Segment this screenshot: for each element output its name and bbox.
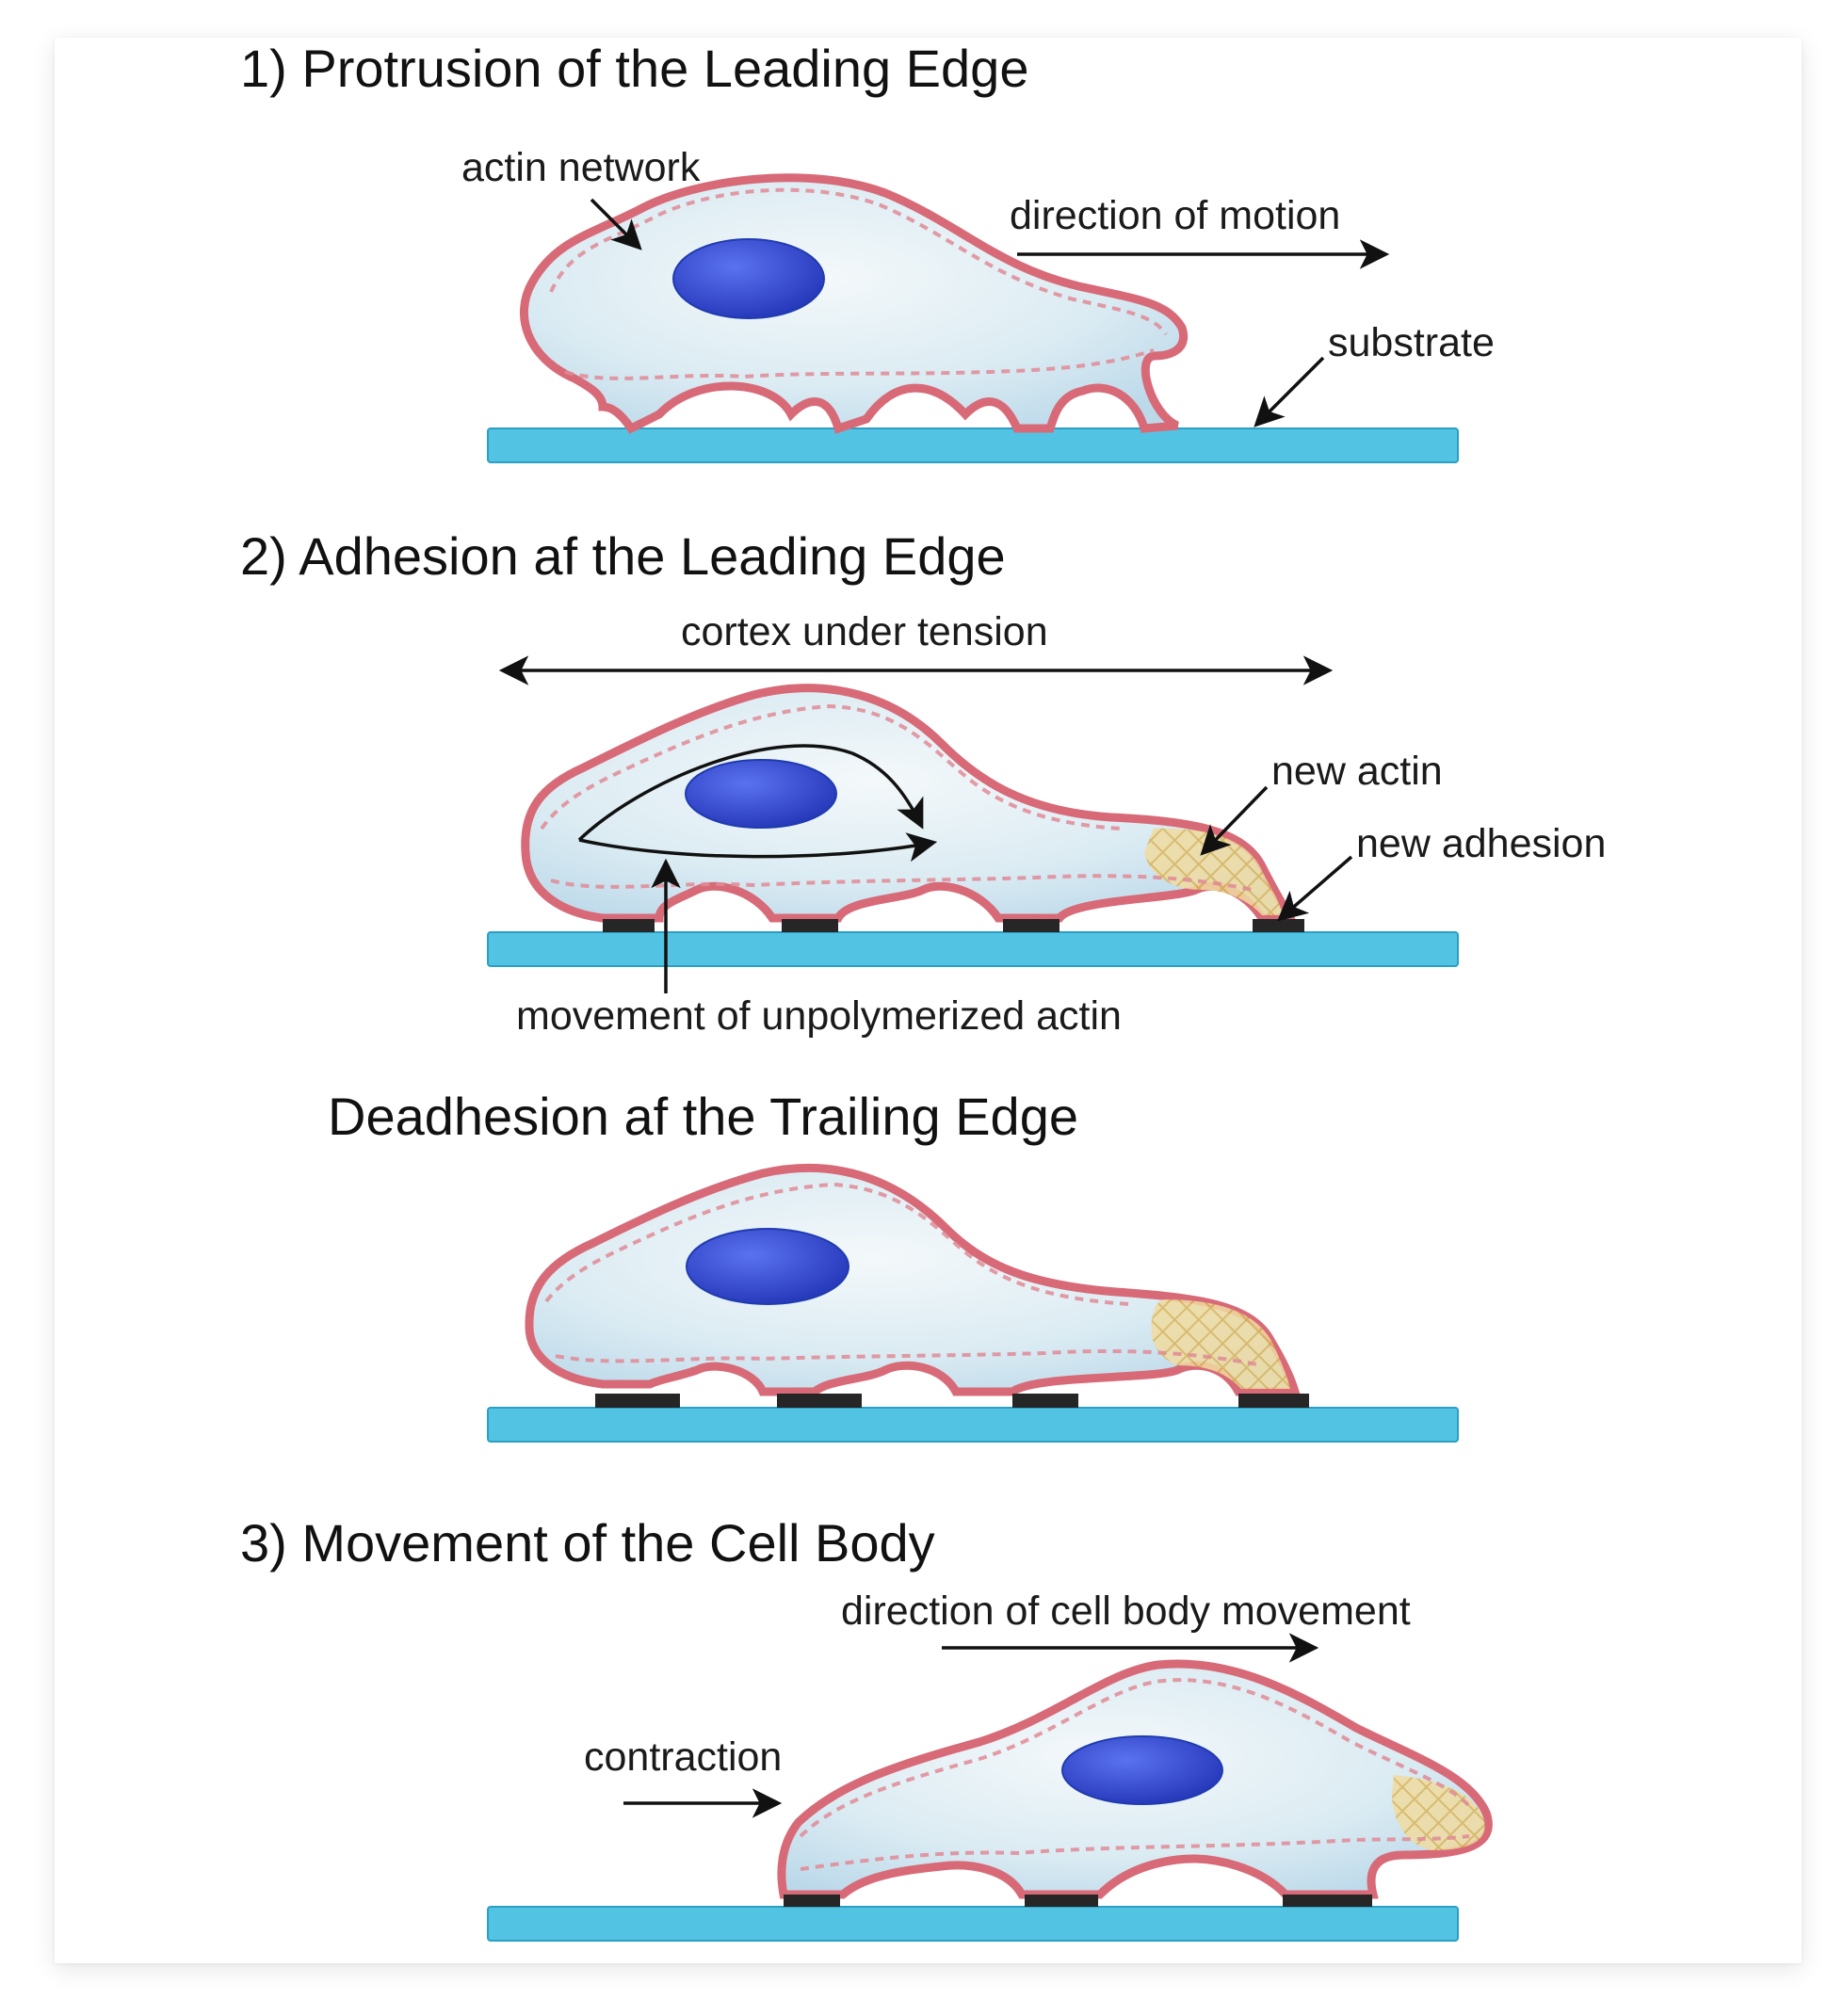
movement-of-unpolymerized-actin-label: movement of unpolymerized actin (516, 993, 1122, 1039)
substrate-pointer (1254, 356, 1325, 427)
direction-of-motion-label: direction of motion (1010, 193, 1340, 238)
contraction-label: contraction (584, 1734, 782, 1780)
migrating-cell (777, 1659, 1493, 1899)
cortex-under-tension-label: cortex under tension (681, 609, 1048, 654)
adhesion-site (777, 1394, 862, 1408)
substrate-bar (487, 1407, 1459, 1443)
new-actin-region (1151, 1299, 1290, 1389)
migrating-cell (525, 1163, 1302, 1396)
new-actin-region (1392, 1775, 1485, 1850)
adhesion-site (603, 919, 655, 932)
panel-cell-body-movement: 3) Movement of the Cell Body direction o… (240, 1513, 1493, 1942)
actin-cortex (799, 1678, 1473, 1838)
panel-heading: Deadhesion af the Trailing Edge (328, 1087, 1078, 1146)
new-adhesion-site (1253, 919, 1304, 932)
panel-protrusion: 1) Protrusion of the Leading Edge actin … (240, 39, 1495, 463)
actin-flow-arrow-upper (577, 744, 924, 842)
actin-network-pointer (590, 198, 642, 250)
nucleus (672, 238, 825, 319)
actin-cortex (544, 1182, 1131, 1306)
new-actin-region (1144, 828, 1283, 915)
panel-heading: 3) Movement of the Cell Body (240, 1513, 935, 1572)
new-actin-pointer (1200, 785, 1269, 856)
substrate-bar (487, 427, 1459, 463)
substrate-label: substrate (1328, 320, 1495, 365)
substrate-bar (487, 1906, 1459, 1942)
migrating-cell (521, 684, 1298, 923)
cell-membrane (520, 173, 1189, 434)
panel-adhesion: 2) Adhesion af the Leading Edge cortex u… (240, 526, 1606, 1039)
detached-adhesion (595, 1394, 680, 1408)
actin-cortex-lower (564, 348, 1155, 380)
direction-of-cell-body-movement-label: direction of cell body movement (841, 1589, 1411, 1634)
adhesion-site (1003, 919, 1059, 932)
substrate-bar (487, 931, 1459, 967)
new-actin-label: new actin (1271, 749, 1443, 794)
adhesion-site (1283, 1895, 1372, 1907)
adhesion-site (1012, 1394, 1078, 1408)
adhesion-site (784, 1895, 840, 1907)
adhesion-site (782, 919, 838, 932)
actin-flow-arrow-lower (578, 832, 938, 863)
actin-network-label: actin network (461, 145, 701, 190)
actin-cortex-lower (555, 1348, 1263, 1367)
nucleus (686, 1228, 849, 1305)
panel-heading: 1) Protrusion of the Leading Edge (240, 39, 1028, 98)
actin-cortex (540, 703, 1122, 831)
actin-cortex-lower (550, 874, 1254, 892)
nucleus (685, 759, 837, 829)
new-adhesion-label: new adhesion (1356, 821, 1606, 866)
adhesion-site (1025, 1895, 1098, 1907)
panel-heading: 2) Adhesion af the Leading Edge (240, 526, 1006, 586)
new-adhesion-pointer (1277, 855, 1353, 922)
nucleus (1061, 1735, 1223, 1805)
adhesion-site (1238, 1394, 1309, 1408)
actin-cortex-lower (800, 1834, 1470, 1871)
panel-deadhesion: Deadhesion af the Trailing Edge (328, 1087, 1459, 1443)
